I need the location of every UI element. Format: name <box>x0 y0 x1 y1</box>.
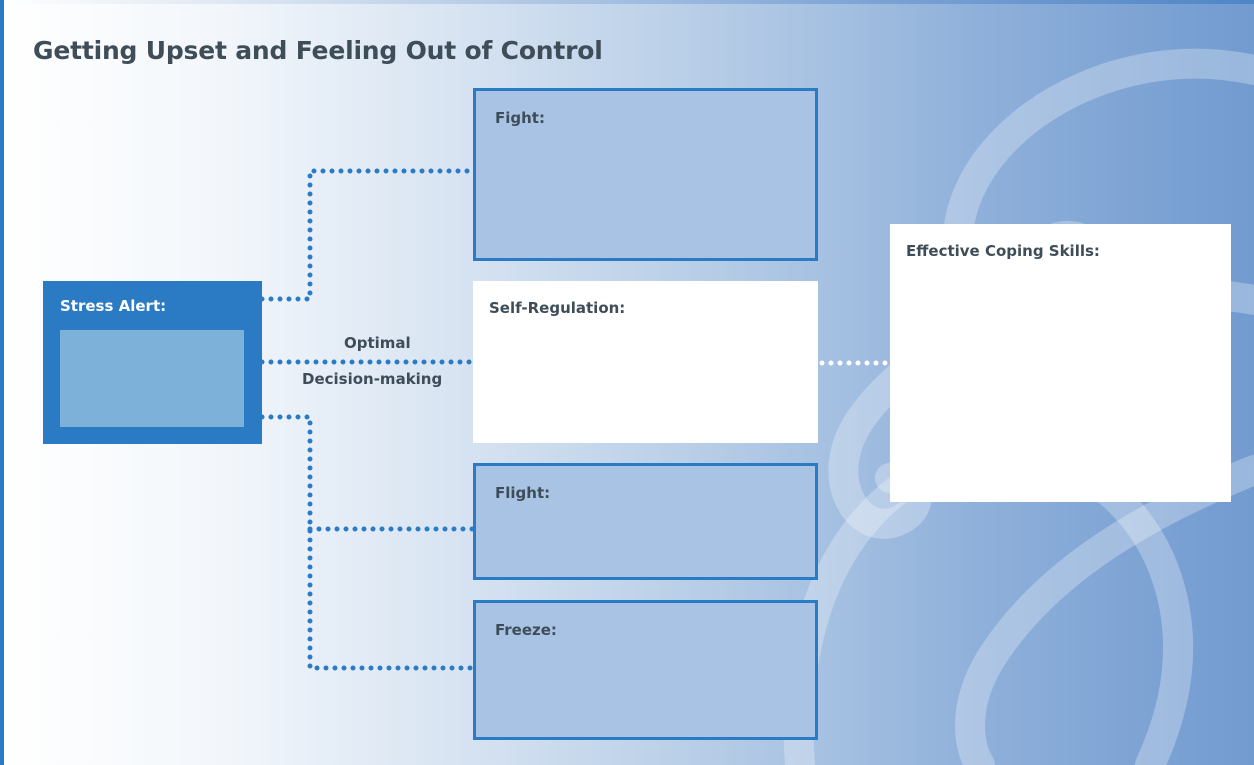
decision-making-label: Decision-making <box>302 370 443 388</box>
effective-coping-label: Effective Coping Skills: <box>906 242 1100 260</box>
self-regulation-box[interactable]: Self-Regulation: <box>473 281 818 443</box>
effective-coping-box[interactable]: Effective Coping Skills: <box>890 224 1231 502</box>
left-border <box>0 0 4 765</box>
freeze-label: Freeze: <box>495 621 557 639</box>
connector-to-flight-freeze <box>259 414 478 671</box>
fight-box[interactable]: Fight: <box>473 88 818 261</box>
freeze-box[interactable]: Freeze: <box>473 600 818 740</box>
top-border <box>0 0 1254 4</box>
stress-alert-input[interactable] <box>60 330 244 427</box>
fight-label: Fight: <box>495 109 545 127</box>
stress-alert-box: Stress Alert: <box>43 281 262 444</box>
optimal-label: Optimal <box>344 334 411 352</box>
flight-box[interactable]: Flight: <box>473 463 818 580</box>
self-regulation-label: Self-Regulation: <box>489 299 626 317</box>
connector-to-fight <box>259 168 478 302</box>
stress-alert-label: Stress Alert: <box>60 297 167 315</box>
page-title: Getting Upset and Feeling Out of Control <box>33 36 603 65</box>
flight-label: Flight: <box>495 484 551 502</box>
